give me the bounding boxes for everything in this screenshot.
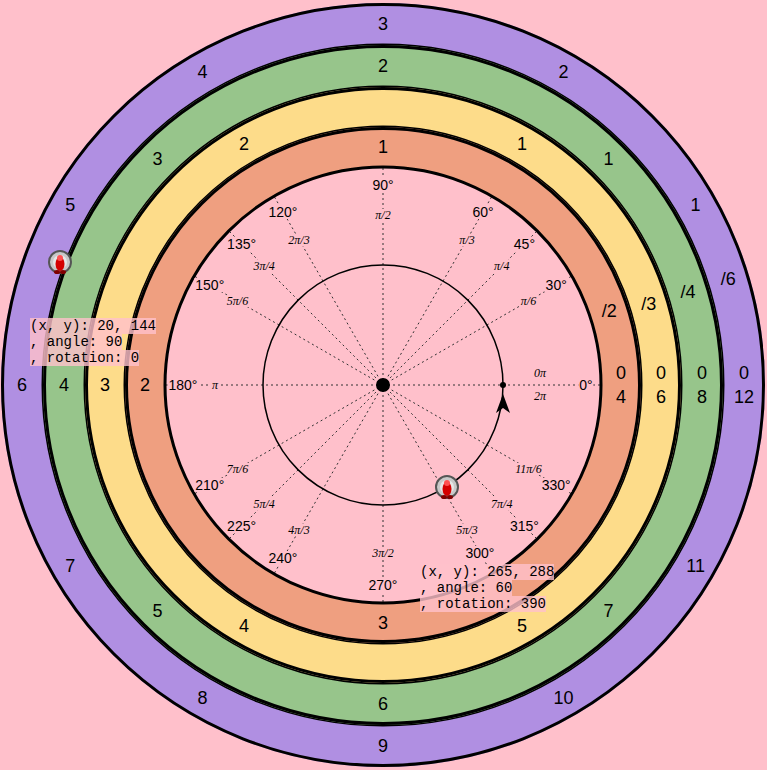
ring-number: 1	[691, 196, 701, 214]
debug-text: , rotation: 0	[30, 350, 139, 366]
ring-number: 1	[604, 150, 614, 168]
ring-number: /3	[641, 295, 656, 313]
ring-number: 11	[686, 557, 705, 575]
radian-label: π/6	[520, 295, 537, 307]
ring-number: 4	[616, 388, 626, 406]
ring-number: 0	[697, 364, 707, 382]
ring-number: 10	[553, 689, 573, 707]
radian-label: 4π/3	[287, 524, 310, 536]
sprite-icon	[49, 251, 71, 274]
debug-text: (x, y): 20, 144	[30, 318, 156, 334]
debug-text: , angle: 90	[30, 334, 122, 350]
radian-label: 7π/4	[490, 498, 513, 510]
ring-number: 2	[558, 63, 568, 81]
degree-label: 240°	[268, 551, 299, 565]
degree-label: 45°	[513, 237, 536, 251]
ring-number: 0	[616, 364, 626, 382]
ring-number: 5	[517, 617, 527, 635]
degree-label: 30°	[545, 278, 568, 292]
radian-label: 3π/4	[253, 260, 276, 272]
degree-label: 330°	[541, 478, 572, 492]
radian-label: 11π/6	[514, 463, 542, 475]
start-dot	[500, 382, 506, 388]
ring-number: 7	[604, 602, 614, 620]
ring-number: 3	[100, 376, 110, 394]
degree-label: 150°	[194, 278, 225, 292]
ring-number: 3	[378, 614, 388, 632]
ring-number: 5	[152, 602, 162, 620]
ring-number: /2	[602, 302, 617, 320]
ring-number: 2	[239, 135, 249, 153]
ring-number: 3	[152, 150, 162, 168]
ring-number: 5	[65, 196, 75, 214]
ring-number: 6	[378, 695, 388, 713]
spokes	[165, 167, 601, 603]
debug-text: (x, y): 265, 288	[420, 564, 554, 580]
degree-label: 300°	[465, 546, 496, 560]
radian-label: π/4	[493, 260, 510, 272]
ring-number: 4	[239, 617, 249, 635]
radian-label: 0π	[533, 367, 547, 379]
ring-number: 2	[378, 57, 388, 75]
radian-label: 7π/6	[226, 463, 249, 475]
radian-label: 5π/3	[455, 524, 478, 536]
ring-number: 2	[140, 376, 150, 394]
ring-number: 0	[739, 364, 749, 382]
ring-number: 8	[697, 388, 707, 406]
small-circle	[263, 265, 503, 505]
degree-label: 0°	[578, 378, 593, 392]
radian-label: 2π/3	[287, 234, 310, 246]
degree-label: 180°	[168, 378, 199, 392]
degree-label: 225°	[226, 519, 257, 533]
ring-number: /6	[721, 270, 736, 288]
ring-number: 8	[197, 689, 207, 707]
ring-number: 6	[656, 388, 666, 406]
radian-label: 5π/4	[253, 498, 276, 510]
ring-number: /4	[681, 283, 696, 301]
ring-number: 4	[59, 376, 69, 394]
radian-label: π/2	[374, 209, 391, 221]
debug-text: , rotation: 390	[420, 596, 546, 612]
degree-label: 315°	[509, 519, 540, 533]
ring-number: 3	[378, 15, 388, 33]
ring-band: 1/2 0 4 3 2	[125, 127, 641, 643]
ring-number: 4	[197, 63, 207, 81]
radian-label: 5π/6	[226, 295, 249, 307]
ring-number: 12	[734, 388, 754, 406]
degree-label: 270°	[368, 578, 399, 592]
ring-number: 6	[17, 376, 27, 394]
degree-label: 210°	[194, 478, 225, 492]
radian-label: 2π	[533, 390, 547, 402]
ring-number: 9	[378, 737, 388, 755]
ring-number: 7	[65, 557, 75, 575]
degree-label: 120°	[268, 205, 299, 219]
degree-label: 90°	[371, 178, 394, 192]
ring-number: 1	[517, 135, 527, 153]
sprite-icon	[436, 476, 458, 499]
ring-number: 0	[656, 364, 666, 382]
center-dot	[376, 378, 390, 392]
debug-text: , angle: 60	[420, 580, 512, 596]
degree-label: 135°	[226, 237, 257, 251]
radian-label: π/3	[458, 234, 475, 246]
radian-label: π	[211, 379, 219, 391]
ring-number: 1	[378, 138, 388, 156]
direction-arrow	[496, 394, 510, 413]
ring-shape	[125, 127, 641, 643]
radian-label: 3π/2	[371, 547, 394, 559]
degree-label: 60°	[471, 205, 494, 219]
